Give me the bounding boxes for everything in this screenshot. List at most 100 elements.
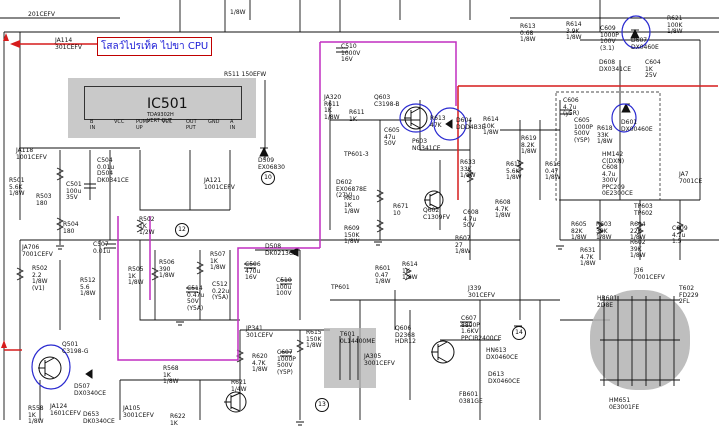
ic501-package: IC501 TDA9302H VERT OUT B IN VCC PUMP UP VC…: [68, 78, 256, 138]
component-label-r605: R605 82K 1/8W: [571, 221, 587, 241]
ic501-name: IC501: [147, 96, 188, 112]
component-label-r608: R608 4.7K 1/8W: [495, 199, 511, 219]
component-label-q606: Q606 D2368 HDR12: [395, 325, 416, 345]
component-label-ja305: JA305 3001CEFV: [364, 353, 395, 367]
component-label-d601: D601 DX00460E: [621, 119, 653, 133]
component-label-ja118: JA118 1001CEFV: [16, 147, 47, 161]
component-label-tp603: TP603 TP602: [634, 203, 653, 217]
component-label-c506: C506 470u 16V: [245, 261, 261, 281]
component-label-r621: R621 100K 1/8W: [667, 15, 683, 35]
component-label-r620: R620 4.7K 1/8W: [252, 353, 268, 373]
component-label-ja320: JA320 R611 1K 1/8W: [324, 94, 342, 121]
ic501-pin-label: VCC: [114, 119, 125, 125]
component-label-ja706: JA706 7001CEFV: [22, 244, 53, 258]
component-label-c609b: C609 4.7u 1.5: [672, 225, 688, 245]
component-label-ja121: JA121 1001CEFV: [204, 177, 235, 191]
component-label-r607: R607 27 1/8W: [455, 235, 471, 255]
component-label-r506: R506 390 1/8W: [159, 259, 175, 279]
component-label-hr601: HR601 2D8E: [597, 295, 618, 309]
component-label-c510: C510 1000V 16V: [341, 43, 361, 63]
component-label-c609: C609 1000P 100V (3.1): [600, 25, 619, 52]
component-label-r558: R558 1K 1/8W: [28, 405, 44, 425]
ic501-pin-label: OUT PUT: [186, 119, 197, 131]
component-label-j-top: JA114 301CEFV: [55, 37, 82, 51]
component-label-c504: C504 0.01u D504 DK0341CE: [97, 157, 129, 184]
component-label-c514: C514 0.47u 50V (Y5A): [187, 285, 205, 312]
component-label-d613: D613 DX0460CE: [488, 371, 520, 385]
ic501-part-number: TDA9302H: [147, 112, 174, 118]
ic501-pin-label: PUMP UP: [136, 119, 151, 131]
component-label-r614: R614 10K 1/8W: [483, 116, 499, 136]
component-label-r611b: R611 1K: [349, 109, 365, 123]
component-label-d507: D507 DX0340CE: [74, 383, 106, 397]
node-10: 10: [261, 171, 275, 185]
component-label-r604: R604 22K 1/8W: [630, 221, 646, 241]
component-label-r502: R502 1K 1/2W: [139, 216, 155, 236]
component-label-j339: J339 301CEFV: [468, 285, 495, 299]
component-label-d608: D608 DX0341CE: [599, 59, 631, 73]
component-label-c605: C605 47u 50V: [384, 127, 400, 147]
component-label-jp341: JP341 301CEFV: [246, 325, 273, 339]
component-label-r504: R504 180: [63, 221, 79, 235]
component-label-q602: Q602 C1309FV: [423, 207, 451, 221]
component-label-r671: R671 10: [393, 203, 409, 217]
component-label-r618: R618 33K 1/8W: [597, 125, 613, 145]
component-label-j36: J36 7001CEFV: [634, 267, 665, 281]
component-label-c507: C507 0.01u: [93, 241, 111, 255]
component-label-r21: R621 1/4W: [231, 379, 247, 393]
component-label-r609: R609 150K 1/8W: [344, 225, 360, 245]
component-label-hm: HM142 C(DXN) C608 4.7u 300V PPC209 0E230…: [602, 151, 633, 197]
component-label-r614b: R614 1K 1/8W: [402, 261, 418, 281]
component-label-d602: D602 EX06878E (27V): [336, 179, 367, 199]
node-12: 12: [175, 223, 189, 237]
component-label-q603: Q603 C3198-B: [374, 94, 400, 108]
component-label-ja7: JA7 7001CE: [679, 171, 703, 185]
component-label-r633: R633 33K 1/8W: [460, 159, 476, 179]
component-label-c510b: C510 100u 100V: [276, 277, 292, 297]
component-label-d604: D604 DDD4B3E: [456, 117, 486, 131]
component-label-c607b: C607 8800P 1.6KV PPCIB2400CE: [461, 315, 502, 342]
ic501-function: VERT OUT: [147, 118, 172, 124]
component-label-r614c: R614 3.9K 1/8W: [566, 21, 582, 41]
component-label-r613: R613 47K: [430, 115, 446, 129]
component-label-r615: R615 5.6K 1/8W: [506, 161, 522, 181]
component-label-tp: TP601-3: [344, 151, 369, 158]
component-label-r603: R603 39K 1/8W: [596, 221, 612, 241]
ic501-pin-label: B IN: [90, 119, 96, 131]
cpu-callout-annotation: โสลว์ไปรเท็ค ไปขา CPU: [97, 37, 213, 56]
component-label-r622: R622 1K: [170, 413, 186, 426]
component-label-r507: R507 1K 1/8W: [210, 251, 226, 271]
component-label-r613b: R613 0.68 1/8W: [520, 23, 536, 43]
component-label-t602: T602 FD229 2FL: [679, 285, 699, 305]
component-label-r501: R501 5.6K 1/8W: [9, 177, 25, 197]
component-label-fb601: FB601 0381GE: [459, 391, 483, 405]
ic501-pin-label: VCC: [162, 119, 173, 125]
component-label-r631: R631 4.7K 1/8W: [580, 247, 596, 267]
ic501-pin-label: A IN: [230, 119, 236, 131]
ic501-outline: IC501 TDA9302H VERT OUT: [84, 86, 242, 124]
component-label-d607: D607 DX0460E: [631, 37, 659, 51]
component-label-r619: R619 8.2K 1/8W: [521, 135, 537, 155]
component-label-d653: D653 DK0340CE: [83, 411, 115, 425]
component-label-d509: D509 EX06830: [258, 157, 285, 171]
component-label-r610: R610 1K 1/8W: [344, 195, 360, 215]
component-label-c604: C604 1K 25V: [645, 59, 661, 79]
component-label-tp601: TP601: [331, 284, 350, 291]
component-label-r601: R601 0.47 1/8W: [375, 265, 391, 285]
component-label-c608: C608 4.7u 50V: [463, 209, 479, 229]
component-label-q501: Q501 C3198-G: [62, 341, 89, 355]
component-label-c501: C501 100u 35V: [66, 181, 82, 201]
component-label-ja124: JA124 1601CEFV: [50, 403, 81, 417]
component-label-c607: C607 1000P 500V (Y5P): [277, 349, 296, 376]
component-label-r568: R568 1K 1/8W: [163, 365, 179, 385]
component-label-c512: C512 0.22u (Y5A): [212, 281, 230, 301]
component-label-r502b: R502 2.2 1/8W (V1): [32, 265, 48, 292]
node-14: 14: [512, 326, 526, 340]
component-label-r-top-left: 201CEFV: [28, 11, 55, 18]
ic501-pin-label: GND: [208, 119, 220, 125]
component-label-hn613: HN613 DX0460CE: [486, 347, 518, 361]
component-label-r511: R511 150EFW: [224, 71, 267, 78]
component-label-p603: P603 NG341CE: [412, 138, 441, 152]
